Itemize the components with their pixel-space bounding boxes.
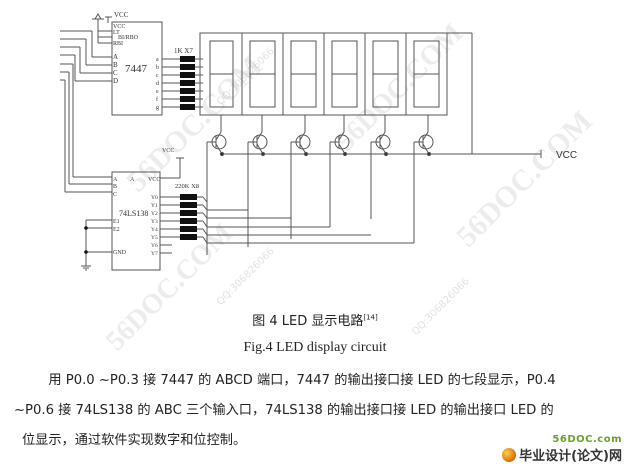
chip-7447-label: 7447 bbox=[125, 63, 148, 75]
citation-ref: [14] bbox=[363, 313, 378, 322]
segment-resistor-label: 1K X7 bbox=[174, 47, 193, 55]
caption-cn-text: 图 4 LED 显示电路 bbox=[252, 314, 364, 329]
paragraph-line-3: 位显示，通过软件实现数字和位控制。 bbox=[22, 433, 247, 448]
paragraph-line-2: ~P0.6 接 74LS138 的 ABC 三个输入口，74LS138 的输出接… bbox=[14, 403, 554, 418]
svg-text:g: g bbox=[156, 105, 159, 111]
svg-text:VCC: VCC bbox=[148, 177, 160, 183]
svg-text:D: D bbox=[113, 77, 118, 85]
segment-resistors: 1K X7 bbox=[162, 47, 203, 110]
svg-text:a: a bbox=[156, 57, 159, 63]
logo-url: 56DOC.com bbox=[552, 434, 622, 445]
digit-resistor-label: 220K X8 bbox=[175, 183, 199, 190]
svg-text:BI/RBO: BI/RBO bbox=[118, 35, 139, 41]
svg-text:VCC: VCC bbox=[113, 24, 125, 30]
svg-text:C: C bbox=[113, 192, 117, 198]
svg-text:Y0: Y0 bbox=[151, 195, 158, 201]
chip-7447: 7447 VCC VCC LT BI/RBO RBI A B C D a b c… bbox=[92, 11, 163, 116]
figure-caption-chinese: 图 4 LED 显示电路[14] bbox=[0, 310, 630, 329]
logo-ball-icon bbox=[502, 447, 517, 462]
svg-text:B: B bbox=[113, 184, 117, 190]
p0-bus-wires bbox=[60, 30, 112, 193]
svg-text:b: b bbox=[156, 65, 159, 71]
svg-text:Y4: Y4 bbox=[151, 227, 158, 233]
svg-text:d: d bbox=[156, 81, 159, 87]
svg-text:e: e bbox=[156, 89, 159, 95]
paragraph-line-1: 用 P0.0 ~P0.3 接 7447 的 ABCD 端口，7447 的输出接口… bbox=[48, 373, 556, 388]
seven-segment-displays bbox=[199, 32, 473, 154]
pnp-transistors: VCC bbox=[206, 115, 577, 255]
chip-74ls138: 74LS138 A A VCC B C E1 E2 GND VCC Y0 Y1 … bbox=[81, 148, 184, 271]
svg-text:Y7: Y7 bbox=[151, 251, 158, 257]
svg-text:A: A bbox=[113, 53, 118, 61]
svg-text:RBI: RBI bbox=[113, 41, 123, 47]
vcc-rail-label: VCC bbox=[556, 150, 577, 161]
figure-caption-english: Fig.4 LED display circuit bbox=[243, 340, 387, 355]
svg-text:c: c bbox=[156, 73, 159, 79]
svg-text:VCC: VCC bbox=[162, 148, 174, 154]
svg-text:Y2: Y2 bbox=[151, 211, 158, 217]
svg-text:E1: E1 bbox=[113, 219, 120, 225]
svg-text:VCC: VCC bbox=[114, 11, 129, 19]
svg-text:Y3: Y3 bbox=[151, 219, 158, 225]
svg-text:E2: E2 bbox=[113, 227, 120, 233]
svg-text:f: f bbox=[156, 96, 158, 103]
svg-text:GND: GND bbox=[113, 250, 127, 256]
svg-text:A: A bbox=[130, 177, 135, 183]
digit-resistors: 220K X8 bbox=[160, 183, 414, 255]
svg-text:B: B bbox=[113, 61, 118, 69]
logo-name: 毕业设计(论文)网 bbox=[519, 449, 622, 464]
chip-74ls138-label: 74LS138 bbox=[119, 209, 148, 218]
svg-text:A: A bbox=[113, 177, 118, 183]
svg-text:Y5: Y5 bbox=[151, 235, 158, 241]
led-display-circuit-diagram: 7447 VCC VCC LT BI/RBO RBI A B C D a b c… bbox=[60, 11, 577, 271]
svg-text:Y1: Y1 bbox=[151, 203, 158, 209]
svg-text:C: C bbox=[113, 69, 118, 77]
svg-text:LT: LT bbox=[113, 30, 120, 36]
body-paragraph: 用 P0.0 ~P0.3 接 7447 的 ABCD 端口，7447 的输出接口… bbox=[14, 366, 622, 456]
svg-text:Y6: Y6 bbox=[151, 243, 158, 249]
site-logo: 56DOC.com 毕业设计(论文)网 bbox=[502, 434, 622, 464]
